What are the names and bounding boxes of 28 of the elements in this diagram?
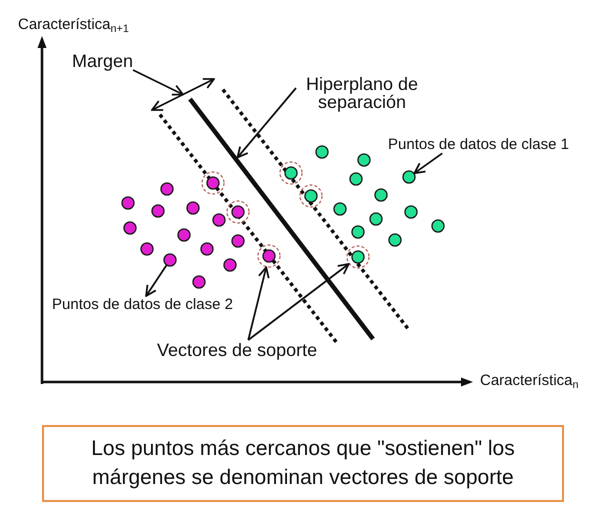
- margin-label: Margen: [72, 51, 134, 72]
- data-point: [163, 253, 177, 267]
- class-label: Puntos de datos de clase 2: [52, 296, 233, 314]
- note-box: Los puntos más cercanos que "sostienen" los márgenes se denominan vectores de soporte: [42, 425, 564, 502]
- data-point: [160, 182, 174, 196]
- leader-arrow: [132, 69, 184, 96]
- axis-label: Característica$_{n}$: [480, 372, 579, 390]
- data-point: [374, 188, 388, 202]
- leader-arrow: [145, 265, 168, 297]
- axis-label: Característica$_{n+1}$: [18, 16, 129, 34]
- leader-arrow: [247, 266, 270, 340]
- leader-arrow: [248, 263, 350, 341]
- data-point: [121, 196, 135, 210]
- data-point: [402, 170, 416, 184]
- leader-arrow: [414, 152, 443, 174]
- data-point: [404, 205, 418, 219]
- data-point: [388, 233, 402, 247]
- class-label: Puntos de datos de clase 1: [388, 136, 569, 154]
- hyperplane-label: Hiperplano de separación: [296, 75, 428, 111]
- data-point: [151, 204, 165, 218]
- data-point: [140, 242, 154, 256]
- support-vector-label: Vectores de soporte: [157, 340, 318, 361]
- margin-arrow: [151, 78, 215, 111]
- data-point: [369, 212, 383, 226]
- data-point: [431, 219, 445, 233]
- leader-arrow: [236, 87, 297, 158]
- data-point: [123, 221, 137, 235]
- data-point: [177, 228, 191, 242]
